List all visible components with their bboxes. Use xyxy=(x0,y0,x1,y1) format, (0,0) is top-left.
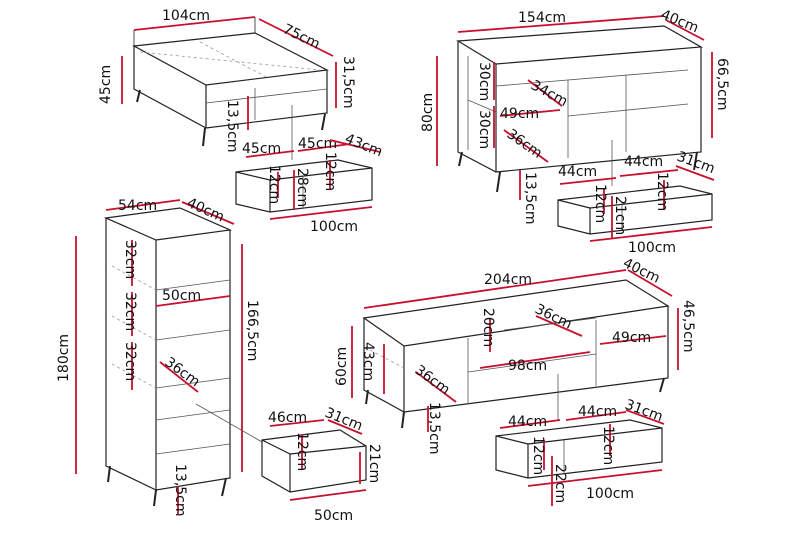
tv-stand-inner-height-label: 43cm xyxy=(360,342,376,381)
sideboard-height-label: 80cm xyxy=(420,93,436,132)
tall-cabinet-drawer-depth-label: 31cm xyxy=(323,405,365,435)
coffee-table-depth-label: 75cm xyxy=(280,21,322,53)
sideboard-drawer-width2-label: 44cm xyxy=(624,154,663,170)
tv-stand-drawer-depth-label: 31cm xyxy=(623,397,665,425)
tv-stand-drawer-front-height-label: 12cm xyxy=(530,436,546,475)
sideboard-shelf-bottom-label: 30cm xyxy=(476,110,492,149)
coffee-table-height-label: 45cm xyxy=(98,65,114,104)
tv-stand-drawer-inner-depth-label: 22cm xyxy=(552,464,568,503)
tv-stand-drawer: 44cm 44cm 31cm 12cm 12cm 22cm 100cm xyxy=(495,397,665,506)
coffee-table-drawer-inner-depth-label: 28cm xyxy=(294,168,310,207)
tv-stand-leg-height-label: 13,5cm xyxy=(426,402,442,455)
sideboard-drawer: 44cm 44cm 31cm 12cm 12cm 21cm 100cm xyxy=(557,149,717,256)
tall-cabinet-height-label: 180cm xyxy=(56,334,72,382)
sideboard-drawer-total-width-label: 100cm xyxy=(628,240,676,256)
sideboard-width-label: 154cm xyxy=(518,10,566,26)
tv-stand: 204cm 40cm 60cm 46,5cm 43cm 20cm 36cm 98… xyxy=(334,255,696,506)
coffee-table-drawer-total-width-label: 100cm xyxy=(310,219,358,235)
tall-cabinet-shelf2-label: 32cm xyxy=(122,292,138,331)
tv-stand-niche-depth-label: 36cm xyxy=(532,301,574,333)
coffee-table-drawer-width2-label: 45cm xyxy=(298,136,337,152)
tall-cabinet-shelf-width-label: 50cm xyxy=(162,288,201,304)
coffee-table-drawer-inner-height-label: 12cm xyxy=(322,152,338,191)
coffee-table-inner-height-label: 31,5cm xyxy=(340,56,356,109)
sideboard-compartment-c-label: 36cm xyxy=(504,126,545,162)
coffee-table-depth-dim xyxy=(258,18,334,57)
sideboard: 154cm 40cm 80cm 66,5cm 30cm 30cm 34cm 49… xyxy=(420,7,730,256)
tall-cabinet-drawer-height-label: 21cm xyxy=(366,444,382,483)
tv-stand-drawer-width-label: 44cm xyxy=(508,414,547,430)
sideboard-drawer-inner-height-label: 12cm xyxy=(654,172,670,211)
tv-stand-body-height-label: 46,5cm xyxy=(680,300,696,353)
tv-stand-drawer-inner-height-label: 12cm xyxy=(600,426,616,465)
coffee-table-drawer: 45cm 45cm 43cm 12cm 12cm 28cm 100cm xyxy=(235,131,385,235)
tall-cabinet-depth-label: 40cm xyxy=(184,195,226,226)
tv-stand-shelf-height-label: 20cm xyxy=(480,308,496,347)
tv-stand-drawer-total-width-label: 100cm xyxy=(586,486,634,502)
tall-cabinet-shelf3-label: 32cm xyxy=(122,342,138,381)
coffee-table-drawer-width-label: 45cm xyxy=(242,141,281,157)
sideboard-drawer-width-label: 44cm xyxy=(558,164,597,180)
tall-cabinet-drawer-front-height-label: 12cm xyxy=(294,432,310,471)
tall-cabinet-drawer-bottom-width-label: 50cm xyxy=(314,508,353,524)
tv-stand-width-label: 204cm xyxy=(484,272,532,288)
sideboard-shelf-top-label: 30cm xyxy=(476,62,492,101)
tall-cabinet-drawer-width-label: 46cm xyxy=(268,410,307,426)
coffee-table-drawer-front-height-label: 12cm xyxy=(266,165,282,204)
tall-cabinet: 54cm 40cm 180cm 166,5cm 32cm 32cm 32cm 5… xyxy=(56,195,382,524)
tv-stand-right-width-label: 49cm xyxy=(612,330,651,346)
coffee-table-width-dim xyxy=(133,16,256,31)
tv-stand-niche-width-label: 98cm xyxy=(508,358,547,374)
tall-cabinet-drawer: 46cm 31cm 12cm 21cm 50cm xyxy=(261,405,382,524)
tall-cabinet-leg-height-label: 13,5cm xyxy=(172,464,188,517)
sideboard-compartment-b-label: 49cm xyxy=(500,106,539,122)
tv-stand-left-depth-label: 36cm xyxy=(412,362,453,398)
tall-cabinet-shelf1-label: 32cm xyxy=(122,240,138,279)
sideboard-depth-label: 40cm xyxy=(659,7,701,37)
tall-cabinet-width-label: 54cm xyxy=(118,198,157,214)
sideboard-body-height-label: 66,5cm xyxy=(714,58,730,111)
sideboard-leg-height-label: 13,5cm xyxy=(522,172,538,225)
sideboard-drawer-inner-depth-label: 21cm xyxy=(612,196,628,235)
tall-cabinet-body-height-label: 166,5cm xyxy=(244,300,260,361)
tv-stand-depth-label: 40cm xyxy=(620,255,662,287)
tv-stand-drawer-width2-label: 44cm xyxy=(578,404,617,420)
coffee-table-shelf-height-label: 13,5cm xyxy=(224,100,240,153)
sideboard-top xyxy=(456,25,703,65)
coffee-table-drawer-depth-label: 43cm xyxy=(343,131,385,161)
tv-stand-height-label: 60cm xyxy=(334,347,350,386)
coffee-table-width-label: 104cm xyxy=(162,8,210,24)
sideboard-drawer-front-height-label: 12cm xyxy=(592,184,608,223)
